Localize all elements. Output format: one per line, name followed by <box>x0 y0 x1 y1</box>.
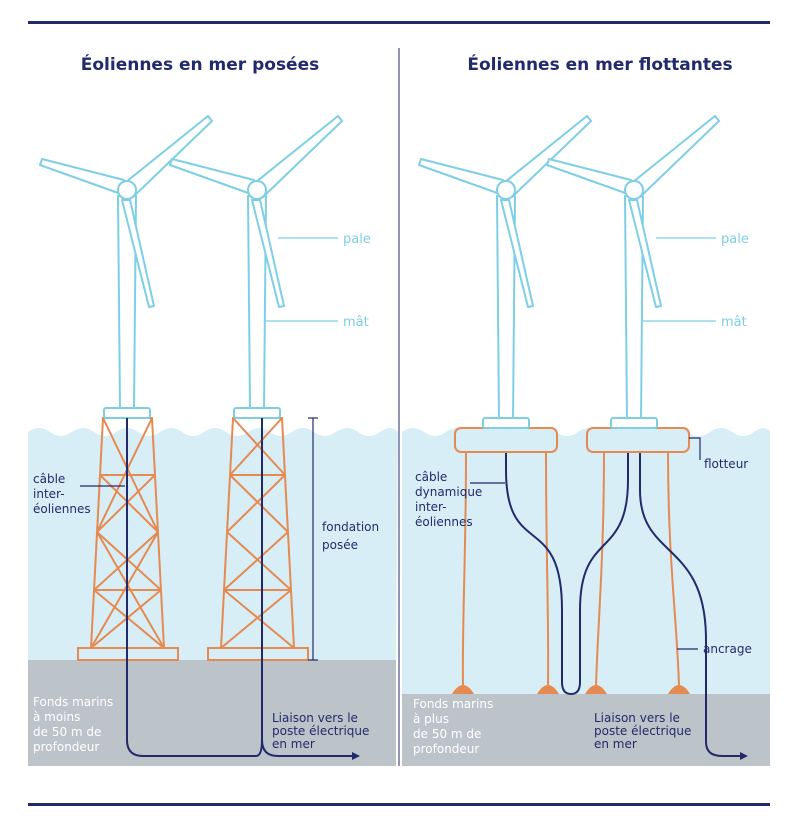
turbine-fixed-2 <box>169 115 343 419</box>
liaison-label-left: Liaison vers le poste électrique en mer <box>272 711 373 751</box>
seabed-label-left: Fonds marins à moins de 50 m de profonde… <box>33 695 117 754</box>
floating-panel-title: Éoliennes en mer flottantes <box>467 53 732 75</box>
pale-label-right: pale <box>721 232 749 247</box>
fixed-panel-title: Éoliennes en mer posées <box>81 53 320 75</box>
mooring-lines <box>461 451 680 687</box>
liaison-label-right: Liaison vers le poste électrique en mer <box>594 711 695 751</box>
liaison-arrow-left <box>352 752 360 760</box>
pale-label-left: pale <box>343 232 371 247</box>
flotteur-label: flotteur <box>704 457 748 471</box>
inter-turbine-cable-fixed <box>126 418 352 757</box>
turbine-fixed-1 <box>39 115 213 419</box>
seabed-right <box>402 694 770 766</box>
cable-label-left: câble inter- éoliennes <box>33 472 91 516</box>
seabed-label-right: Fonds marins à plus de 50 m de profondeu… <box>413 697 497 756</box>
floating-panel: pale mât flotteur câble dynamique inter-… <box>402 115 770 766</box>
jacket-foundation-2 <box>207 417 309 661</box>
dynamic-cable <box>505 418 740 757</box>
floater-1 <box>454 427 558 453</box>
mat-label-left: mât <box>343 315 369 330</box>
sea-water-right <box>402 428 770 694</box>
anchors <box>452 685 690 694</box>
seabed-left <box>28 660 396 766</box>
liaison-arrow-right <box>740 752 748 760</box>
top-rule <box>28 21 770 24</box>
mat-label-right: mât <box>721 315 747 330</box>
bottom-rule <box>28 803 770 806</box>
fixed-panel: pale mât câble inter- éoliennes fondatio… <box>28 115 398 766</box>
turbine-floating-2 <box>546 115 720 429</box>
ancrage-label: ancrage <box>703 642 752 656</box>
fondation-label: fondation posée <box>322 520 383 552</box>
turbine-floating-1 <box>418 115 592 429</box>
cable-label-right: câble dynamique inter- éoliennes <box>415 470 486 529</box>
flotteur-leader <box>689 437 701 460</box>
foundation-height-bracket <box>308 417 318 661</box>
floater-2 <box>586 427 690 453</box>
